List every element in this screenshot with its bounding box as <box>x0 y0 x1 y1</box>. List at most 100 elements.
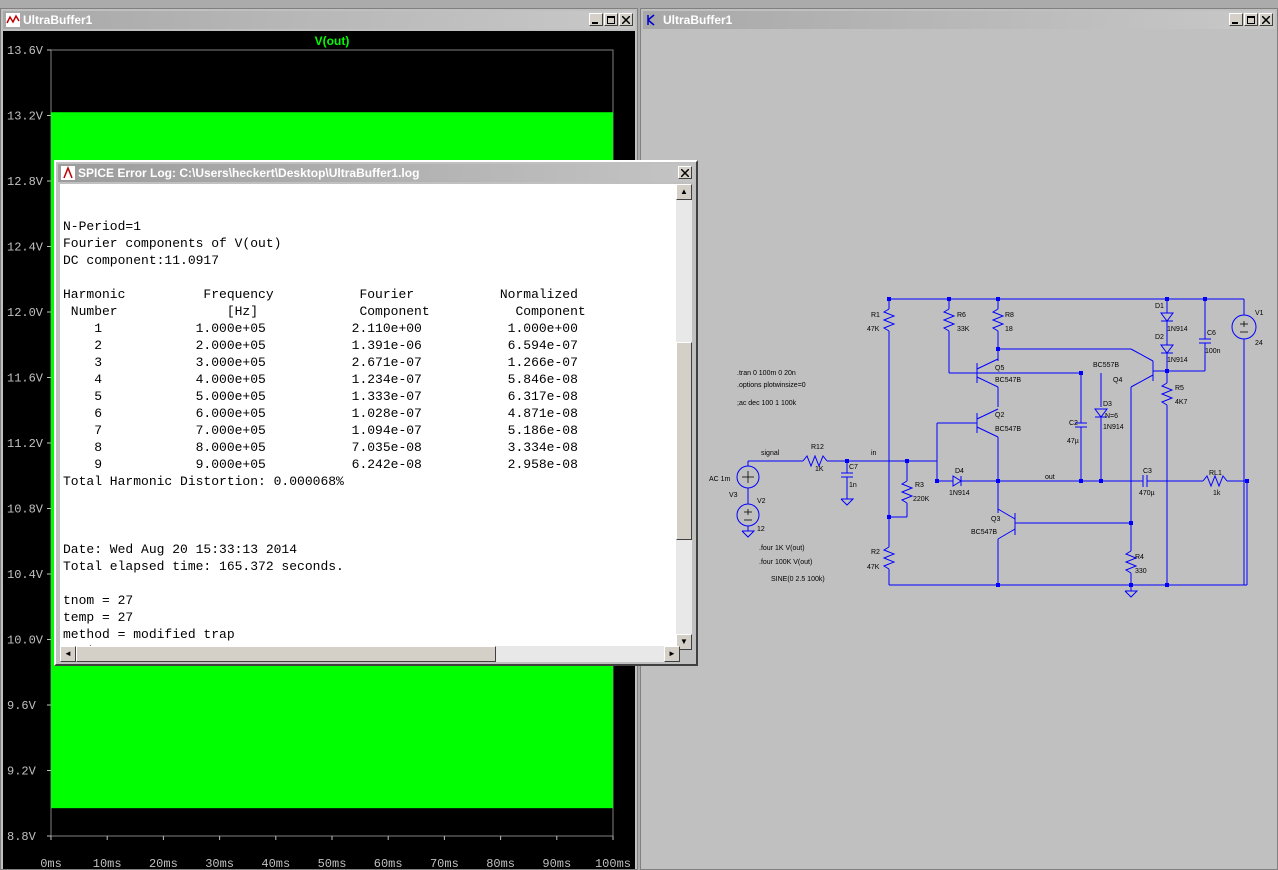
minimize-button[interactable] <box>1229 13 1243 26</box>
log-line: N-Period=1 <box>63 219 142 234</box>
schematic-canvas[interactable]: R1 47K R2 47K R3 220K R4 330 R5 4K7 R6 3… <box>643 31 1275 869</box>
q4-label: Q4 <box>1113 377 1122 384</box>
log-line: 3 3.000e+05 2.671e-07 1.266e-07 <box>63 355 578 370</box>
maximize-button[interactable] <box>604 13 618 26</box>
r5-value: 4K7 <box>1175 399 1188 406</box>
minimize-button[interactable] <box>589 13 603 26</box>
waveform-icon <box>6 13 20 27</box>
net-signal: signal <box>761 450 780 457</box>
maximize-button[interactable] <box>1244 13 1258 26</box>
c3-value: 470µ <box>1139 490 1155 497</box>
q3-label: Q3 <box>991 516 1000 523</box>
y-tick-label: 12.8V <box>7 175 44 189</box>
v2-label: V2 <box>757 498 766 505</box>
y-tick-label: 8.8V <box>7 830 37 844</box>
r3-value: 220K <box>913 496 930 503</box>
schematic-titlebar[interactable]: UltraBuffer1 <box>643 11 1275 29</box>
circuit-diagram: R1 47K R2 47K R3 220K R4 330 R5 4K7 R6 3… <box>709 297 1264 598</box>
x-tick-label: 70ms <box>430 857 459 869</box>
d1-value: 1N914 <box>1167 326 1188 333</box>
spice-error-log-window: SPICE Error Log: C:\Users\heckert\Deskto… <box>54 160 698 666</box>
scroll-right-button[interactable]: ► <box>664 646 680 662</box>
y-tick-label: 11.6V <box>7 372 44 386</box>
waveform-title: UltraBuffer1 <box>23 13 93 27</box>
q5-value: BC547B <box>995 377 1021 384</box>
log-titlebar[interactable]: SPICE Error Log: C:\Users\heckert\Deskto… <box>58 164 694 182</box>
log-line: tnom = 27 <box>63 593 134 608</box>
close-button[interactable] <box>619 13 633 26</box>
d2-value: 1N914 <box>1167 357 1188 364</box>
r8-value: 18 <box>1005 326 1013 333</box>
directive-options[interactable]: .options plotwinsize=0 <box>737 382 806 389</box>
q5-label: Q5 <box>995 365 1004 372</box>
close-button[interactable] <box>1259 13 1273 26</box>
log-text-area[interactable]: N-Period=1 Fourier components of V(out) … <box>60 184 680 650</box>
v1-label: V1 <box>1255 310 1264 317</box>
r1-value: 47K <box>867 326 880 333</box>
x-tick-label: 80ms <box>486 857 515 869</box>
log-line: method = modified trap <box>63 627 235 642</box>
c6-value: 100n <box>1205 348 1221 355</box>
c2-label: C2 <box>1069 420 1078 427</box>
log-line: Date: Wed Aug 20 15:33:13 2014 <box>63 542 298 557</box>
schematic-window: UltraBuffer1 <box>640 8 1278 870</box>
log-line: 8 8.000e+05 7.035e-08 3.334e-08 <box>63 440 578 455</box>
d3-n: N=6 <box>1105 413 1118 420</box>
scroll-down-button[interactable]: ▼ <box>676 634 692 650</box>
c2-value: 47µ <box>1067 438 1079 445</box>
d4-value: 1N914 <box>949 490 970 497</box>
r4-value: 330 <box>1135 568 1147 575</box>
r12-label: R12 <box>811 444 824 451</box>
r8-label: R8 <box>1005 312 1014 319</box>
spice-log-icon <box>61 166 75 180</box>
net-in: in <box>871 450 877 457</box>
log-line: 6 6.000e+05 1.028e-07 4.871e-08 <box>63 406 578 421</box>
r3-label: R3 <box>915 482 924 489</box>
r2-label: R2 <box>871 549 880 556</box>
source-spec: SINE(0 2.5 100k) <box>771 576 825 583</box>
y-tick-label: 9.2V <box>7 765 37 779</box>
net-out: out <box>1045 474 1055 481</box>
c6-label: C6 <box>1207 330 1216 337</box>
r12-value: 1K <box>815 466 824 473</box>
d1-label: D1 <box>1155 303 1164 310</box>
x-tick-label: 30ms <box>205 857 234 869</box>
r2-value: 47K <box>867 564 880 571</box>
r1-label: R1 <box>871 312 880 319</box>
log-line: Total Harmonic Distortion: 0.000068% <box>63 474 344 489</box>
log-line: Total elapsed time: 165.372 seconds. <box>63 559 344 574</box>
rl1-value: 1k <box>1213 490 1221 497</box>
scroll-left-button[interactable]: ◄ <box>60 646 76 662</box>
c7-value: 1n <box>849 482 857 489</box>
r4-label: R4 <box>1135 554 1144 561</box>
r6-value: 33K <box>957 326 970 333</box>
r5-label: R5 <box>1175 385 1184 392</box>
q4-value: BC557B <box>1093 362 1119 369</box>
x-tick-label: 0ms <box>40 857 62 869</box>
x-tick-label: 40ms <box>261 857 290 869</box>
scroll-up-button[interactable]: ▲ <box>676 184 692 200</box>
horizontal-scroll-thumb[interactable] <box>76 646 496 662</box>
y-tick-label: 10.4V <box>7 568 44 582</box>
y-tick-label: 9.6V <box>7 699 37 713</box>
waveform-titlebar[interactable]: UltraBuffer1 <box>3 11 635 29</box>
q2-label: Q2 <box>995 412 1004 419</box>
log-line: Fourier components of V(out) <box>63 236 282 251</box>
directive-four-100k[interactable]: .four 100K V(out) <box>759 559 812 566</box>
x-tick-label: 50ms <box>318 857 347 869</box>
log-line: 4 4.000e+05 1.234e-07 5.846e-08 <box>63 372 578 387</box>
rl1-label: RL1 <box>1209 470 1222 477</box>
horizontal-scrollbar[interactable]: ◄ ► <box>60 646 680 662</box>
trace-label-vout[interactable]: V(out) <box>315 34 350 48</box>
directive-four-1k[interactable]: .four 1K V(out) <box>759 545 805 552</box>
close-button[interactable] <box>678 166 692 179</box>
d2-label: D2 <box>1155 334 1164 341</box>
log-line: 7 7.000e+05 1.094e-07 5.186e-08 <box>63 423 578 438</box>
v3-ac: AC 1m <box>709 476 731 483</box>
directive-ac-comment[interactable]: ;ac dec 100 1 100k <box>737 400 797 407</box>
directive-tran[interactable]: .tran 0 100m 0 20n <box>737 370 796 377</box>
v1-value: 24 <box>1255 340 1263 347</box>
x-tick-label: 10ms <box>93 857 122 869</box>
vertical-scrollbar[interactable]: ▲ ▼ <box>676 184 692 650</box>
vertical-scroll-thumb[interactable] <box>676 342 692 540</box>
